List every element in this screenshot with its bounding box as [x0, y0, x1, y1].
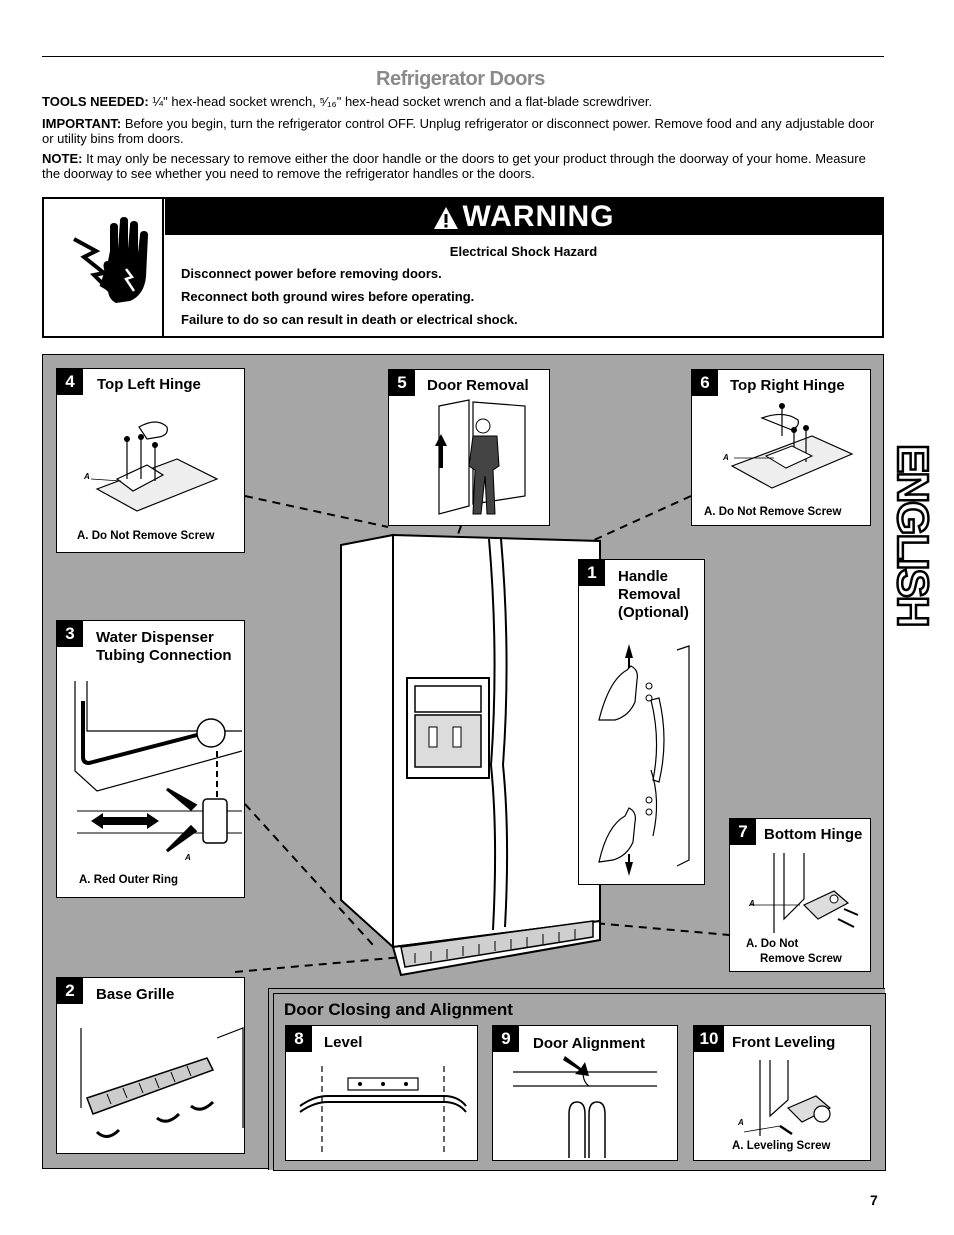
step-1-title-line-2: Removal [618, 586, 681, 603]
step-3-number: 3 [57, 621, 83, 647]
step-7-label-a: A [749, 899, 755, 908]
step-5-panel: 5 Door Removal [388, 369, 550, 526]
step-9-number: 9 [493, 1026, 519, 1052]
step-7-panel: 7 Bottom Hinge A A. Do Not Remove Screw [729, 818, 871, 972]
step-5-title: Door Removal [427, 377, 529, 394]
step-8-title: Level [324, 1034, 363, 1051]
step-6-panel: 6 Top Right Hinge A A. Do Not Remove Scr… [691, 369, 871, 526]
section-title: Refrigerator Doors [376, 68, 545, 90]
step-8-panel: 8 Level [285, 1025, 478, 1161]
step-10-title: Front Leveling [732, 1034, 836, 1051]
door-closing-title: Door Closing and Alignment [284, 1000, 513, 1019]
base-grille-drawing [80, 1027, 244, 1138]
page-number: 7 [870, 1192, 878, 1208]
warning-header: WARNING [165, 199, 882, 235]
door-removal-drawing [435, 399, 526, 515]
step-2-title: Base Grille [96, 986, 175, 1003]
electrical-shock-hand-icon [73, 217, 148, 303]
note-text: It may only be necessary to remove eithe… [42, 151, 866, 181]
warning-triangle-icon [433, 206, 459, 230]
door-closing-inner: Door Closing and Alignment 8 Level 9 Doo… [273, 993, 886, 1171]
step-6-number: 6 [692, 370, 718, 396]
step-3-label-a: A [185, 853, 191, 862]
step-1-title: Handle Removal (Optional) [618, 568, 689, 622]
step-10-number: 10 [694, 1026, 724, 1052]
top-right-hinge-drawing [730, 403, 854, 489]
step-7-caption: A. Do Not Remove Screw [746, 937, 842, 967]
step-6-caption: A. Do Not Remove Screw [704, 506, 842, 518]
level-drawing [299, 1066, 467, 1156]
step-3-panel: 3 Water Dispenser Tubing Connection A A.… [56, 620, 245, 898]
door-closing-section: Door Closing and Alignment 8 Level 9 Doo… [268, 988, 886, 1171]
step-9-title: Door Alignment [533, 1035, 645, 1052]
step-4-label-a: A [84, 472, 90, 481]
top-left-hinge-drawing [90, 421, 219, 512]
warning-icon-cell [44, 199, 164, 336]
side-tab-label: ENGLISH [888, 444, 937, 626]
warning-box: WARNING Electrical Shock Hazard Disconne… [42, 197, 884, 338]
warning-line-2: Reconnect both ground wires before opera… [181, 289, 475, 304]
door-alignment-drawing [513, 1056, 657, 1158]
front-leveling-drawing [743, 1060, 832, 1136]
step-1-title-line-3: (Optional) [618, 604, 689, 621]
step-3-caption: A. Red Outer Ring [79, 874, 179, 886]
step-8-number: 8 [286, 1026, 312, 1052]
tools-text-1: ¼" hex-head socket wrench, [152, 94, 320, 109]
step-7-number: 7 [730, 819, 756, 845]
step-4-title: Top Left Hinge [97, 376, 201, 393]
side-language-tab: ENGLISH [884, 440, 944, 630]
step-1-number: 1 [579, 560, 605, 586]
warning-label: WARNING [462, 200, 615, 233]
step-10-caption: A. Leveling Screw [732, 1140, 831, 1152]
step-7-caption-line-1: A. Do Not [746, 938, 799, 950]
note-label: NOTE: [42, 151, 83, 166]
step-1-panel: 1 Handle Removal (Optional) [578, 559, 705, 885]
step-2-panel: 2 Base Grille [56, 977, 245, 1154]
step-6-label-a: A [723, 453, 729, 462]
important-label: IMPORTANT: [42, 116, 122, 131]
step-5-number: 5 [389, 370, 415, 396]
top-rule [42, 56, 884, 57]
step-3-title: Water Dispenser Tubing Connection [96, 629, 232, 665]
step-4-panel: 4 Top Left Hinge A A. Do Not Remove Scre… [56, 368, 245, 553]
tools-needed-paragraph: TOOLS NEEDED: ¼" hex-head socket wrench,… [42, 94, 887, 109]
warning-line-1: Disconnect power before removing doors. [181, 266, 442, 281]
step-7-title: Bottom Hinge [764, 826, 863, 843]
handle-removal-drawing [598, 644, 690, 876]
warning-hazard: Electrical Shock Hazard [449, 244, 598, 259]
important-paragraph: IMPORTANT: Before you begin, turn the re… [42, 116, 887, 146]
step-3-title-line-2: Tubing Connection [96, 647, 232, 664]
step-3-title-line-1: Water Dispenser [96, 629, 214, 646]
step-6-title: Top Right Hinge [730, 377, 845, 394]
step-9-panel: 9 Door Alignment [492, 1025, 678, 1161]
step-7-caption-line-2: Remove Screw [760, 953, 842, 965]
tools-fraction: ⁵⁄₁₆ [319, 94, 337, 109]
diagram-area: 4 Top Left Hinge A A. Do Not Remove Scre… [42, 354, 886, 1171]
important-text: Before you begin, turn the refrigerator … [42, 116, 875, 146]
step-4-caption: A. Do Not Remove Screw [77, 530, 215, 542]
tools-label: TOOLS NEEDED: [42, 94, 149, 109]
step-1-title-line-1: Handle [618, 568, 669, 585]
refrigerator-illustration [234, 495, 730, 977]
step-4-number: 4 [57, 369, 83, 395]
step-10-label-a: A [738, 1118, 744, 1127]
step-2-number: 2 [57, 978, 83, 1004]
bottom-hinge-drawing [750, 853, 859, 933]
warning-line-3: Failure to do so can result in death or … [181, 312, 518, 327]
tools-text-2: " hex-head socket wrench and a flat-blad… [336, 94, 653, 109]
step-10-panel: 10 Front Leveling A A. Leveling Screw [693, 1025, 871, 1161]
side-language-tab-text: ENGLISH [887, 443, 939, 627]
water-tubing-drawing [74, 681, 242, 853]
note-paragraph: NOTE: It may only be necessary to remove… [42, 151, 887, 181]
